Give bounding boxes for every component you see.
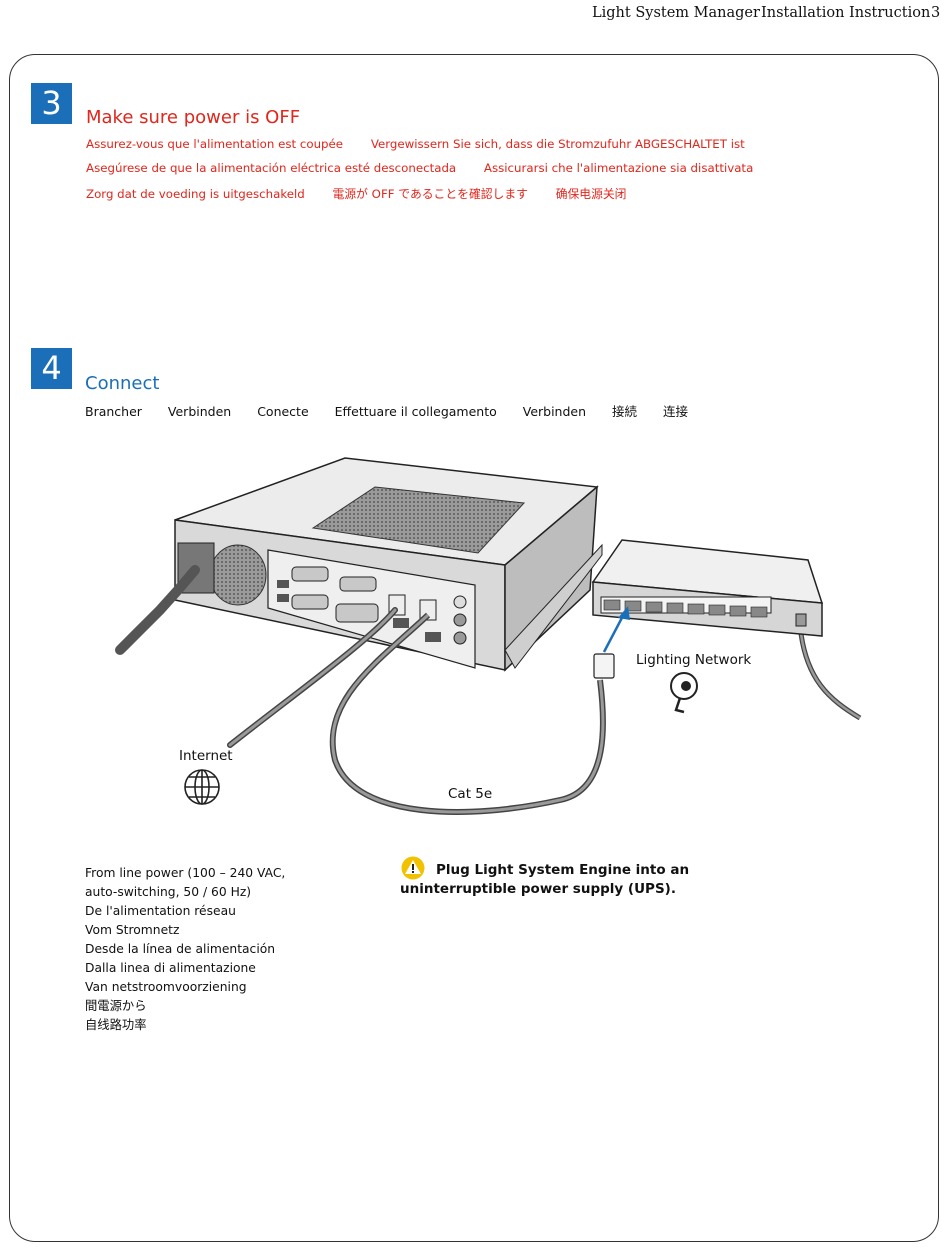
translation-zh: 确保电源关闭 (555, 187, 627, 201)
label-internet: Internet (179, 748, 233, 764)
translation-ja: 電源が OFF であることを確認します (332, 187, 528, 201)
content-frame (9, 54, 939, 1242)
power-line: Van netstroomvoorziening (85, 980, 247, 994)
translation-de: Vergewissern Sie sich, dass die Stromzuf… (370, 137, 745, 151)
header-product: Light System Manager (592, 5, 760, 21)
power-line: Vom Stromnetz (85, 923, 180, 937)
translation-es: Asegúrese de que la alimentación eléctri… (86, 161, 457, 175)
network-switch (591, 539, 824, 637)
power-line: Desde la línea de alimentación (85, 942, 276, 956)
header-doc-title: Installation Instruction (761, 5, 931, 21)
computer-unit (115, 457, 603, 672)
power-line: auto-switching, 50 / 60 Hz) (85, 885, 252, 899)
connection-diagram (115, 457, 862, 815)
rj45-plug (593, 653, 615, 679)
warning-icon (401, 856, 425, 880)
globe-icon (184, 769, 220, 805)
power-line: Dalla linea di alimentazione (85, 961, 256, 975)
power-line: 間電源から (85, 999, 147, 1013)
step-4-title: Connect (85, 373, 160, 394)
step-4-translations: Brancher Verbinden Conecte Effettuare il… (85, 401, 710, 420)
step-4-badge: 4 (31, 348, 72, 389)
step-3-title: Make sure power is OFF (86, 107, 301, 128)
ups-note: Plug Light System Engine into an uninter… (400, 862, 690, 897)
translation-fr: Assurez-vous que l'alimentation est coup… (86, 137, 344, 151)
translation-ja: 接続 (612, 404, 638, 419)
label-lighting-network: Lighting Network (636, 652, 752, 668)
label-cable: Cat 5e (448, 786, 493, 802)
step-3-translations-2: Asegúrese de que la alimentación eléctri… (86, 161, 777, 175)
translation-de: Verbinden (167, 404, 232, 419)
step-3-translations-3: Zorg dat de voeding is uitgeschakeld 電源が… (86, 185, 650, 202)
translation-fr: Brancher (85, 404, 142, 419)
translation-es: Conecte (257, 404, 309, 419)
translation-it: Assicurarsi che l'alimentazione sia disa… (483, 161, 754, 175)
spotlight-icon (670, 672, 698, 714)
power-source-list: From line power (100 – 240 VAC, auto-swi… (85, 864, 285, 1035)
header-page-number: 3 (931, 5, 941, 21)
translation-it: Effettuare il collegamento (334, 404, 497, 419)
power-line: 自线路功率 (85, 1018, 147, 1032)
translation-nl: Verbinden (522, 404, 587, 419)
translation-nl: Zorg dat de voeding is uitgeschakeld (86, 187, 305, 201)
step-3-translations-1: Assurez-vous que l'alimentation est coup… (86, 137, 769, 151)
connect-arrow (602, 611, 627, 653)
power-line: From line power (100 – 240 VAC, (85, 866, 286, 880)
power-line: De l'alimentation réseau (85, 904, 236, 918)
step-3-badge: 3 (31, 83, 72, 124)
translation-zh: 连接 (663, 404, 689, 419)
